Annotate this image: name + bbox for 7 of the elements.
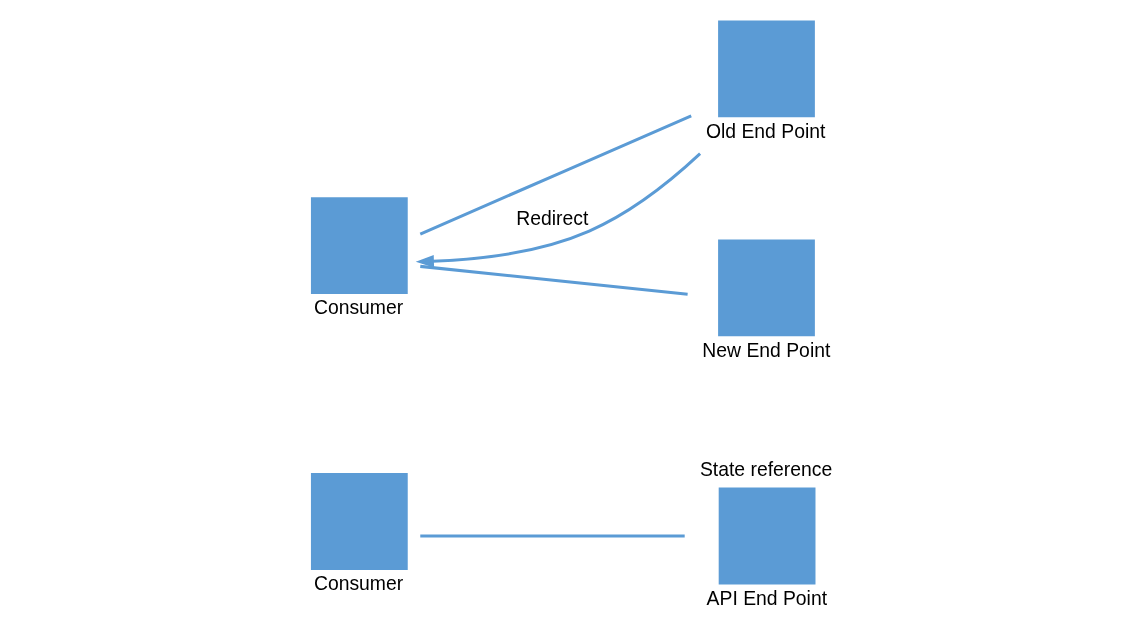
node-label: Consumer [313, 572, 404, 595]
node-label: New End Point [702, 338, 831, 361]
node-label: State reference [699, 458, 833, 481]
node-label: Consumer [313, 296, 404, 319]
node-label: API End Point [706, 586, 828, 609]
edge-label: Redirect [516, 206, 589, 229]
node-label: Old End Point [705, 119, 826, 142]
